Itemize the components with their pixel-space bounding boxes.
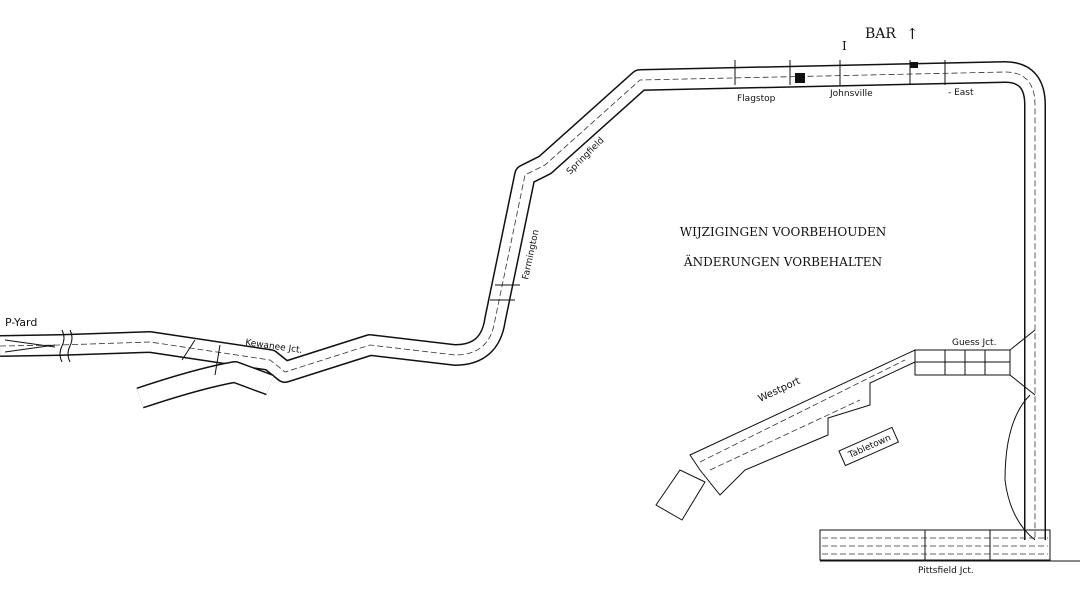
north-arrow-icon: ↑ — [906, 25, 919, 43]
label-pittsfield-jct: Pittsfield Jct. — [918, 566, 974, 576]
pittsfield-yard — [819, 529, 1080, 562]
guess-jct-track — [914, 329, 1036, 541]
p-yard-break — [4, 329, 73, 363]
label-westport: Westport — [757, 376, 803, 405]
label-p-yard: P-Yard — [5, 316, 37, 329]
westport-yard — [655, 349, 916, 521]
label-farmington: Farmington — [521, 229, 541, 281]
label-flagstop: Flagstop — [737, 94, 776, 104]
label-johnsville: Johnsville — [829, 89, 873, 99]
notice-german: ÄNDERUNGEN VORBEHALTEN — [683, 253, 882, 269]
section-mark: I — [842, 39, 847, 53]
label-bar: BAR — [865, 26, 896, 42]
notice-dutch: WIJZIGINGEN VOORBEHOUDEN — [680, 225, 887, 239]
label-east: - East — [948, 88, 974, 98]
tabletown-box — [838, 426, 900, 467]
label-guess-jct: Guess Jct. — [952, 338, 996, 348]
kewanee-branch-track — [136, 339, 274, 409]
station-details — [490, 60, 946, 301]
main-line-track — [0, 61, 1046, 540]
